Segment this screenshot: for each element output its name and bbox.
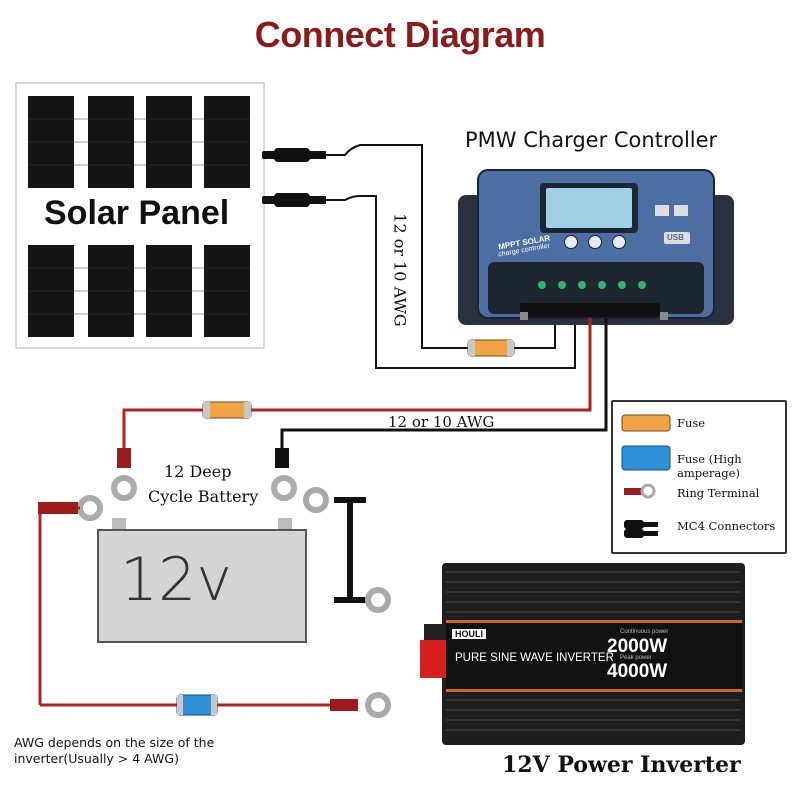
inverter-peak-label: Peak power <box>620 655 652 661</box>
mc4-connector-icon <box>624 520 658 538</box>
inverter-peak-power: 4000W <box>607 661 668 682</box>
battery-label-line2: Cycle Battery <box>148 487 259 506</box>
legend-item-fuse-high-amperage: Fuse (High amperage) <box>677 452 742 480</box>
fuse-blue-icon <box>621 445 671 471</box>
mc4-connector-top <box>262 148 326 162</box>
panel-fuse <box>467 339 515 357</box>
legend-icons <box>621 414 671 538</box>
power-inverter <box>420 563 745 745</box>
awg-note-line1: AWG depends on the size of the <box>14 735 215 750</box>
fuse-orange-icon <box>621 414 671 432</box>
diagram-title: Connect Diagram <box>254 14 546 55</box>
ring-terminal-icon <box>624 483 656 499</box>
mc4-connector-bottom <box>262 193 326 207</box>
inverter-fuse <box>176 694 218 716</box>
legend-box <box>611 400 787 554</box>
controller-title: PMW Charger Controller <box>465 128 718 152</box>
legend-item-ring-terminal: Ring Terminal <box>677 486 760 500</box>
inverter-model-text: PURE SINE WAVE INVERTER <box>455 652 614 664</box>
battery-fuse <box>202 401 252 419</box>
solar-panel-label: Solar Panel <box>38 194 236 233</box>
battery-voltage: 12v <box>120 545 232 615</box>
inverter-brand: HOULI <box>452 629 486 639</box>
awg-horizontal-label: 12 or 10 AWG <box>388 413 495 431</box>
awg-note-line2: inverter(Usually > 4 AWG) <box>14 751 179 766</box>
controller-battery-wires <box>122 318 608 460</box>
battery-label-line1: 12 Deep <box>164 462 232 481</box>
awg-vertical-label: 12 or 10 AWG <box>390 213 410 327</box>
legend-item-fuse: Fuse <box>677 416 706 430</box>
controller-usb-label: USB <box>667 233 684 242</box>
ring-terminals-inverter <box>365 587 391 718</box>
inverter-continuous-label: Continuous power <box>620 629 669 635</box>
panel-wires <box>326 144 576 369</box>
legend-item-mc4-connectors: MC4 Connectors <box>677 519 776 533</box>
inverter-title: 12V Power Inverter <box>502 752 741 778</box>
charge-controller <box>458 169 734 325</box>
inverter-continuous-power: 2000W <box>607 636 668 657</box>
battery <box>97 518 307 643</box>
awg-note: AWG depends on the size of the inverter(… <box>14 735 214 767</box>
ring-terminals-battery <box>77 475 329 521</box>
